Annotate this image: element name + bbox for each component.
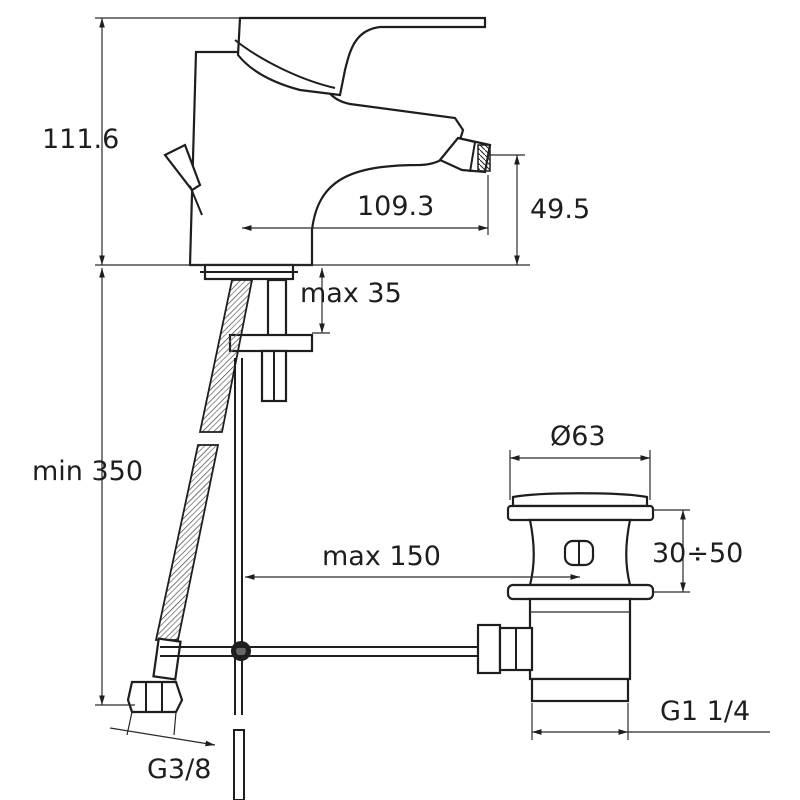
dim-hose-thread: G3/8 <box>147 754 211 785</box>
fixing-assembly <box>228 278 314 403</box>
hose-nut <box>126 680 184 714</box>
dimension-lines <box>95 17 770 747</box>
dim-deck-thickness: max 35 <box>300 278 402 309</box>
flexible-hose <box>126 279 254 714</box>
dim-spout-reach: 109.3 <box>357 191 434 222</box>
dim-waste-offset: max 150 <box>322 541 441 572</box>
dim-waste-height: 30÷50 <box>652 538 743 569</box>
dim-waste-diameter: Ø63 <box>550 421 606 452</box>
dim-hose-length: min 350 <box>32 456 143 487</box>
dim-spout-height: 49.5 <box>530 194 590 225</box>
faucet-body <box>163 16 492 281</box>
dim-total-height: 111.6 <box>42 124 119 155</box>
pop-up-rod <box>160 358 478 800</box>
dim-waste-thread: G1 1/4 <box>660 696 750 727</box>
waste-valve <box>476 492 655 703</box>
